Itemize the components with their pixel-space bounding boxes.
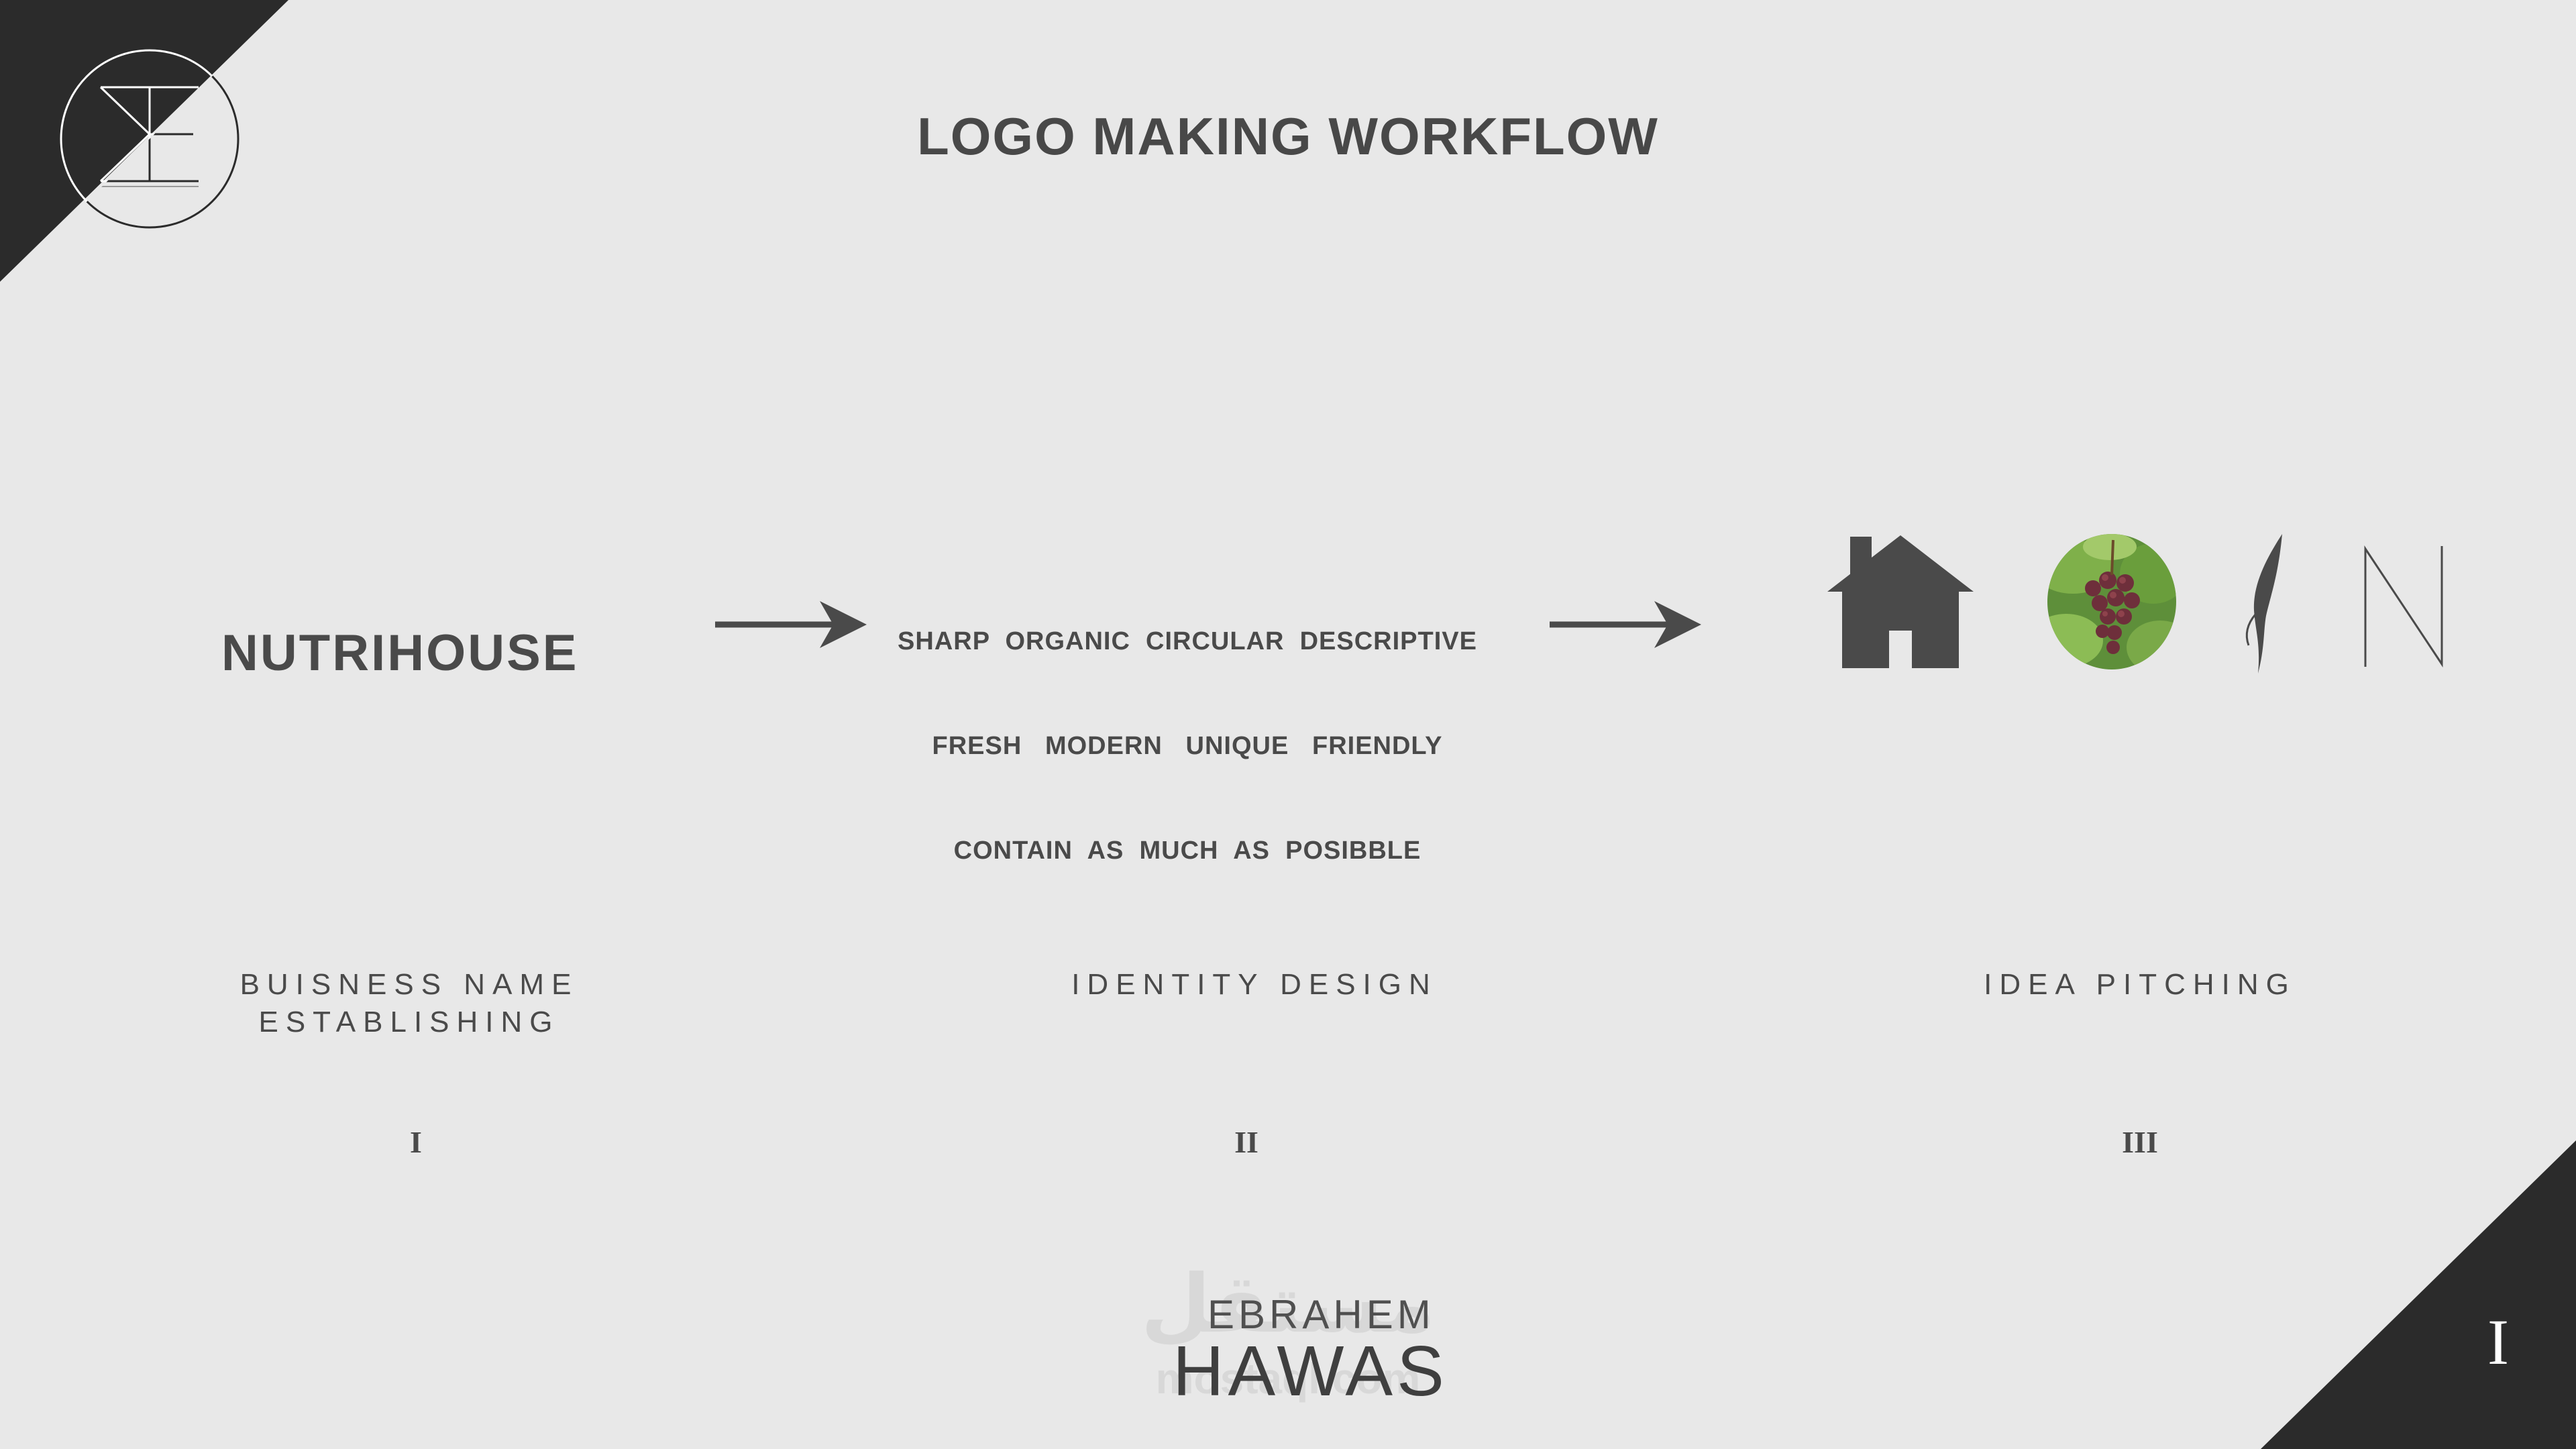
- arrow-right-icon: [1550, 601, 1701, 648]
- monogram-logo-icon: [60, 49, 239, 229]
- page-title: LOGO MAKING WORKFLOW: [917, 107, 1659, 166]
- house-icon: [1827, 535, 1974, 668]
- grapes-photo: [2047, 534, 2176, 669]
- corner-triangle-top-left: [0, 0, 288, 282]
- signature-first-name: EBRAHEM: [1208, 1292, 1435, 1337]
- corner-triangle-bottom-right: [2261, 1140, 2576, 1449]
- keywords-line-1: SHARP ORGANIC CIRCULAR DESCRIPTIVE: [898, 627, 1477, 655]
- stage-numeral-3: III: [2122, 1125, 2158, 1159]
- letter-n-icon: [2364, 545, 2443, 667]
- stage-numeral-2: II: [1234, 1125, 1258, 1159]
- stage-label-identity-design: IDENTITY DESIGN: [1071, 968, 1438, 1001]
- business-name: NUTRIHOUSE: [221, 625, 579, 682]
- stage-label-idea-pitching: IDEA PITCHING: [1984, 968, 2296, 1001]
- stage-numeral-1: I: [410, 1125, 422, 1159]
- identity-keywords: SHARP ORGANIC CIRCULAR DESCRIPTIVE FRESH…: [832, 554, 1543, 903]
- page-number: I: [2487, 1306, 2509, 1378]
- leaf-stroke-icon: [2245, 534, 2282, 674]
- watermark-latin: mostaql.com: [1155, 1354, 1421, 1403]
- watermark-arabic: مستقل: [1140, 1258, 1436, 1351]
- arrow-right-icon: [715, 601, 867, 648]
- stage-label-business-name: BUISNESS NAME ESTABLISHING: [239, 968, 579, 1038]
- keywords-line-2: FRESH MODERN UNIQUE FRIENDLY: [932, 732, 1443, 760]
- watermark: مستقل mostaql.com: [1127, 1254, 1449, 1415]
- keywords-line-3: CONTAIN AS MUCH AS POSIBBLE: [953, 837, 1421, 865]
- signature-last-name: HAWAS: [1173, 1332, 1448, 1411]
